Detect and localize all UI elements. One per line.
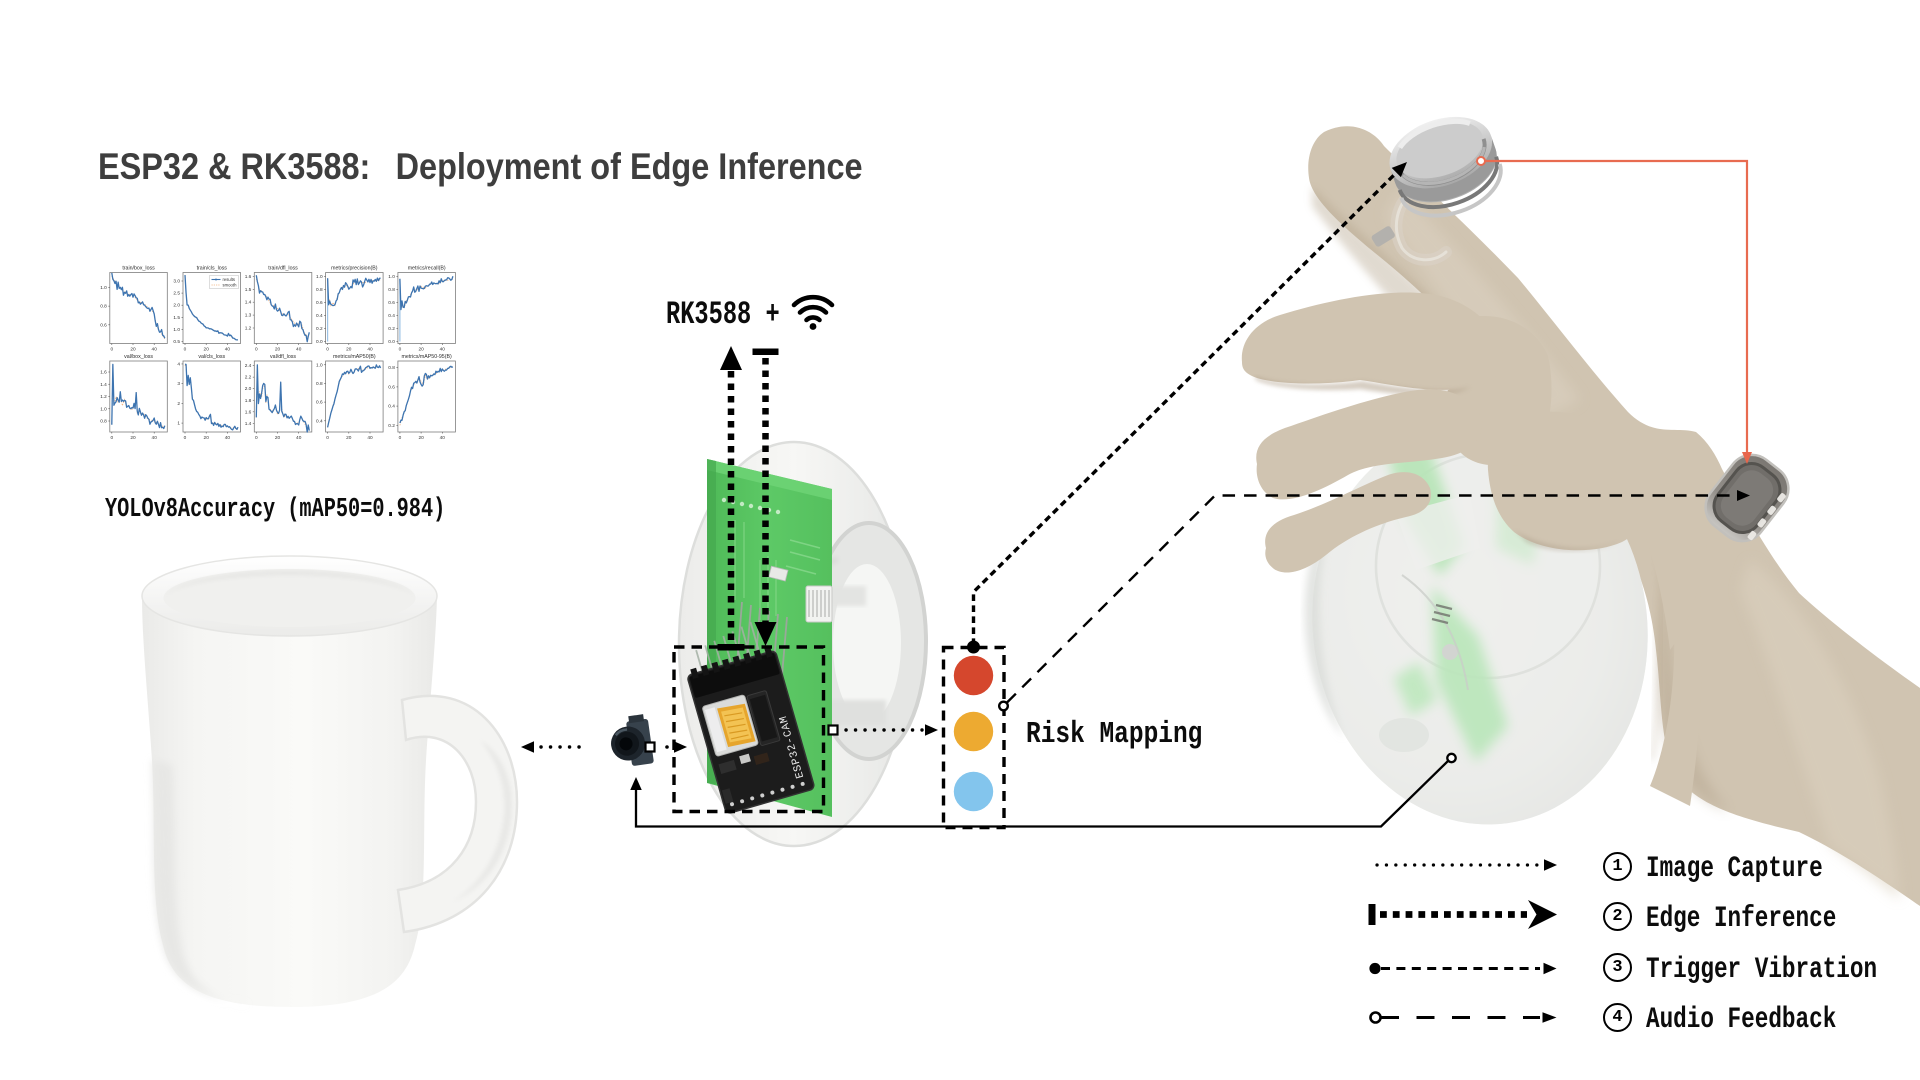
svg-text:2.0: 2.0 bbox=[173, 303, 180, 309]
svg-text:0: 0 bbox=[184, 435, 187, 441]
svg-text:0: 0 bbox=[326, 435, 329, 441]
svg-text:0.6: 0.6 bbox=[316, 400, 323, 406]
svg-text:0.8: 0.8 bbox=[316, 287, 323, 293]
svg-text:1.6: 1.6 bbox=[245, 409, 252, 415]
svg-text:1.2: 1.2 bbox=[245, 326, 252, 332]
svg-text:0.8: 0.8 bbox=[100, 304, 107, 310]
svg-text:1.0: 1.0 bbox=[100, 285, 107, 291]
svg-text:2.2: 2.2 bbox=[245, 375, 252, 381]
svg-text:results: results bbox=[223, 277, 236, 282]
svg-text:2.0: 2.0 bbox=[245, 386, 252, 392]
svg-text:0.2: 0.2 bbox=[316, 326, 323, 332]
svg-text:40: 40 bbox=[440, 347, 446, 353]
svg-text:0: 0 bbox=[110, 435, 113, 441]
svg-text:val/dfl_loss: val/dfl_loss bbox=[270, 354, 296, 360]
svg-text:2.4: 2.4 bbox=[245, 363, 252, 369]
svg-text:0.4: 0.4 bbox=[316, 313, 323, 319]
svg-text:0: 0 bbox=[255, 435, 258, 441]
svg-text:0.8: 0.8 bbox=[388, 287, 395, 293]
svg-text:4: 4 bbox=[177, 361, 180, 367]
svg-text:40: 40 bbox=[225, 347, 231, 353]
svg-text:0.2: 0.2 bbox=[388, 326, 395, 332]
svg-text:0.6: 0.6 bbox=[100, 322, 107, 328]
svg-text:40: 40 bbox=[296, 435, 302, 441]
svg-text:0: 0 bbox=[399, 347, 402, 353]
svg-text:40: 40 bbox=[225, 435, 231, 441]
svg-text:1.6: 1.6 bbox=[245, 274, 252, 280]
svg-text:train/cls_loss: train/cls_loss bbox=[197, 266, 228, 272]
svg-text:1.5: 1.5 bbox=[173, 315, 180, 321]
svg-text:0: 0 bbox=[184, 347, 187, 353]
svg-text:20: 20 bbox=[275, 347, 281, 353]
svg-text:0: 0 bbox=[399, 435, 402, 441]
svg-text:0: 0 bbox=[326, 347, 329, 353]
svg-text:0.6: 0.6 bbox=[388, 384, 395, 390]
svg-text:0.4: 0.4 bbox=[388, 313, 395, 319]
svg-text:1.0: 1.0 bbox=[388, 274, 395, 280]
svg-text:20: 20 bbox=[130, 347, 136, 353]
svg-text:20: 20 bbox=[275, 435, 281, 441]
svg-text:3: 3 bbox=[177, 381, 180, 387]
svg-text:1.0: 1.0 bbox=[173, 327, 180, 333]
svg-text:0.2: 0.2 bbox=[388, 423, 395, 429]
svg-text:1.4: 1.4 bbox=[245, 421, 252, 427]
svg-text:val/cls_loss: val/cls_loss bbox=[198, 354, 225, 360]
svg-text:0.4: 0.4 bbox=[316, 418, 323, 424]
svg-text:train/dfl_loss: train/dfl_loss bbox=[268, 266, 298, 272]
svg-text:20: 20 bbox=[204, 347, 210, 353]
svg-text:1.8: 1.8 bbox=[245, 398, 252, 404]
svg-text:0.0: 0.0 bbox=[388, 339, 395, 345]
svg-text:0: 0 bbox=[110, 347, 113, 353]
svg-text:0.8: 0.8 bbox=[100, 419, 107, 425]
svg-text:1.4: 1.4 bbox=[100, 382, 107, 388]
svg-text:1.6: 1.6 bbox=[100, 370, 107, 376]
svg-text:20: 20 bbox=[418, 347, 424, 353]
svg-text:20: 20 bbox=[130, 435, 136, 441]
svg-text:0.8: 0.8 bbox=[388, 365, 395, 371]
svg-text:20: 20 bbox=[418, 435, 424, 441]
svg-text:0.4: 0.4 bbox=[388, 404, 395, 410]
svg-text:40: 40 bbox=[152, 347, 158, 353]
svg-text:1.0: 1.0 bbox=[100, 406, 107, 412]
svg-text:metrics/recall(B): metrics/recall(B) bbox=[408, 266, 446, 272]
svg-text:0: 0 bbox=[255, 347, 258, 353]
svg-text:val/box_loss: val/box_loss bbox=[124, 354, 153, 360]
svg-text:2.5: 2.5 bbox=[173, 291, 180, 297]
svg-text:smooth: smooth bbox=[223, 283, 238, 288]
svg-text:40: 40 bbox=[367, 347, 373, 353]
svg-text:metrics/precision(B): metrics/precision(B) bbox=[331, 266, 378, 272]
svg-text:20: 20 bbox=[204, 435, 210, 441]
svg-text:0.6: 0.6 bbox=[316, 300, 323, 306]
svg-text:2: 2 bbox=[177, 401, 180, 407]
svg-text:1: 1 bbox=[177, 421, 180, 427]
svg-text:1.0: 1.0 bbox=[316, 274, 323, 280]
svg-text:3.0: 3.0 bbox=[173, 279, 180, 285]
svg-text:40: 40 bbox=[296, 347, 302, 353]
svg-text:20: 20 bbox=[346, 347, 352, 353]
svg-text:1.0: 1.0 bbox=[316, 362, 323, 368]
svg-text:0.6: 0.6 bbox=[388, 300, 395, 306]
svg-text:0.5: 0.5 bbox=[173, 339, 180, 345]
svg-text:20: 20 bbox=[346, 435, 352, 441]
svg-text:1.2: 1.2 bbox=[100, 394, 107, 400]
svg-text:metrics/mAP50(B): metrics/mAP50(B) bbox=[333, 354, 376, 360]
svg-text:40: 40 bbox=[152, 435, 158, 441]
svg-text:1.4: 1.4 bbox=[245, 300, 252, 306]
svg-text:0.8: 0.8 bbox=[316, 381, 323, 387]
svg-text:40: 40 bbox=[367, 435, 373, 441]
svg-text:1.5: 1.5 bbox=[245, 287, 252, 293]
svg-text:0.0: 0.0 bbox=[316, 339, 323, 345]
svg-text:metrics/mAP50-95(B): metrics/mAP50-95(B) bbox=[402, 354, 452, 360]
svg-text:train/box_loss: train/box_loss bbox=[122, 266, 155, 272]
svg-text:40: 40 bbox=[440, 435, 446, 441]
svg-text:1.3: 1.3 bbox=[245, 313, 252, 319]
